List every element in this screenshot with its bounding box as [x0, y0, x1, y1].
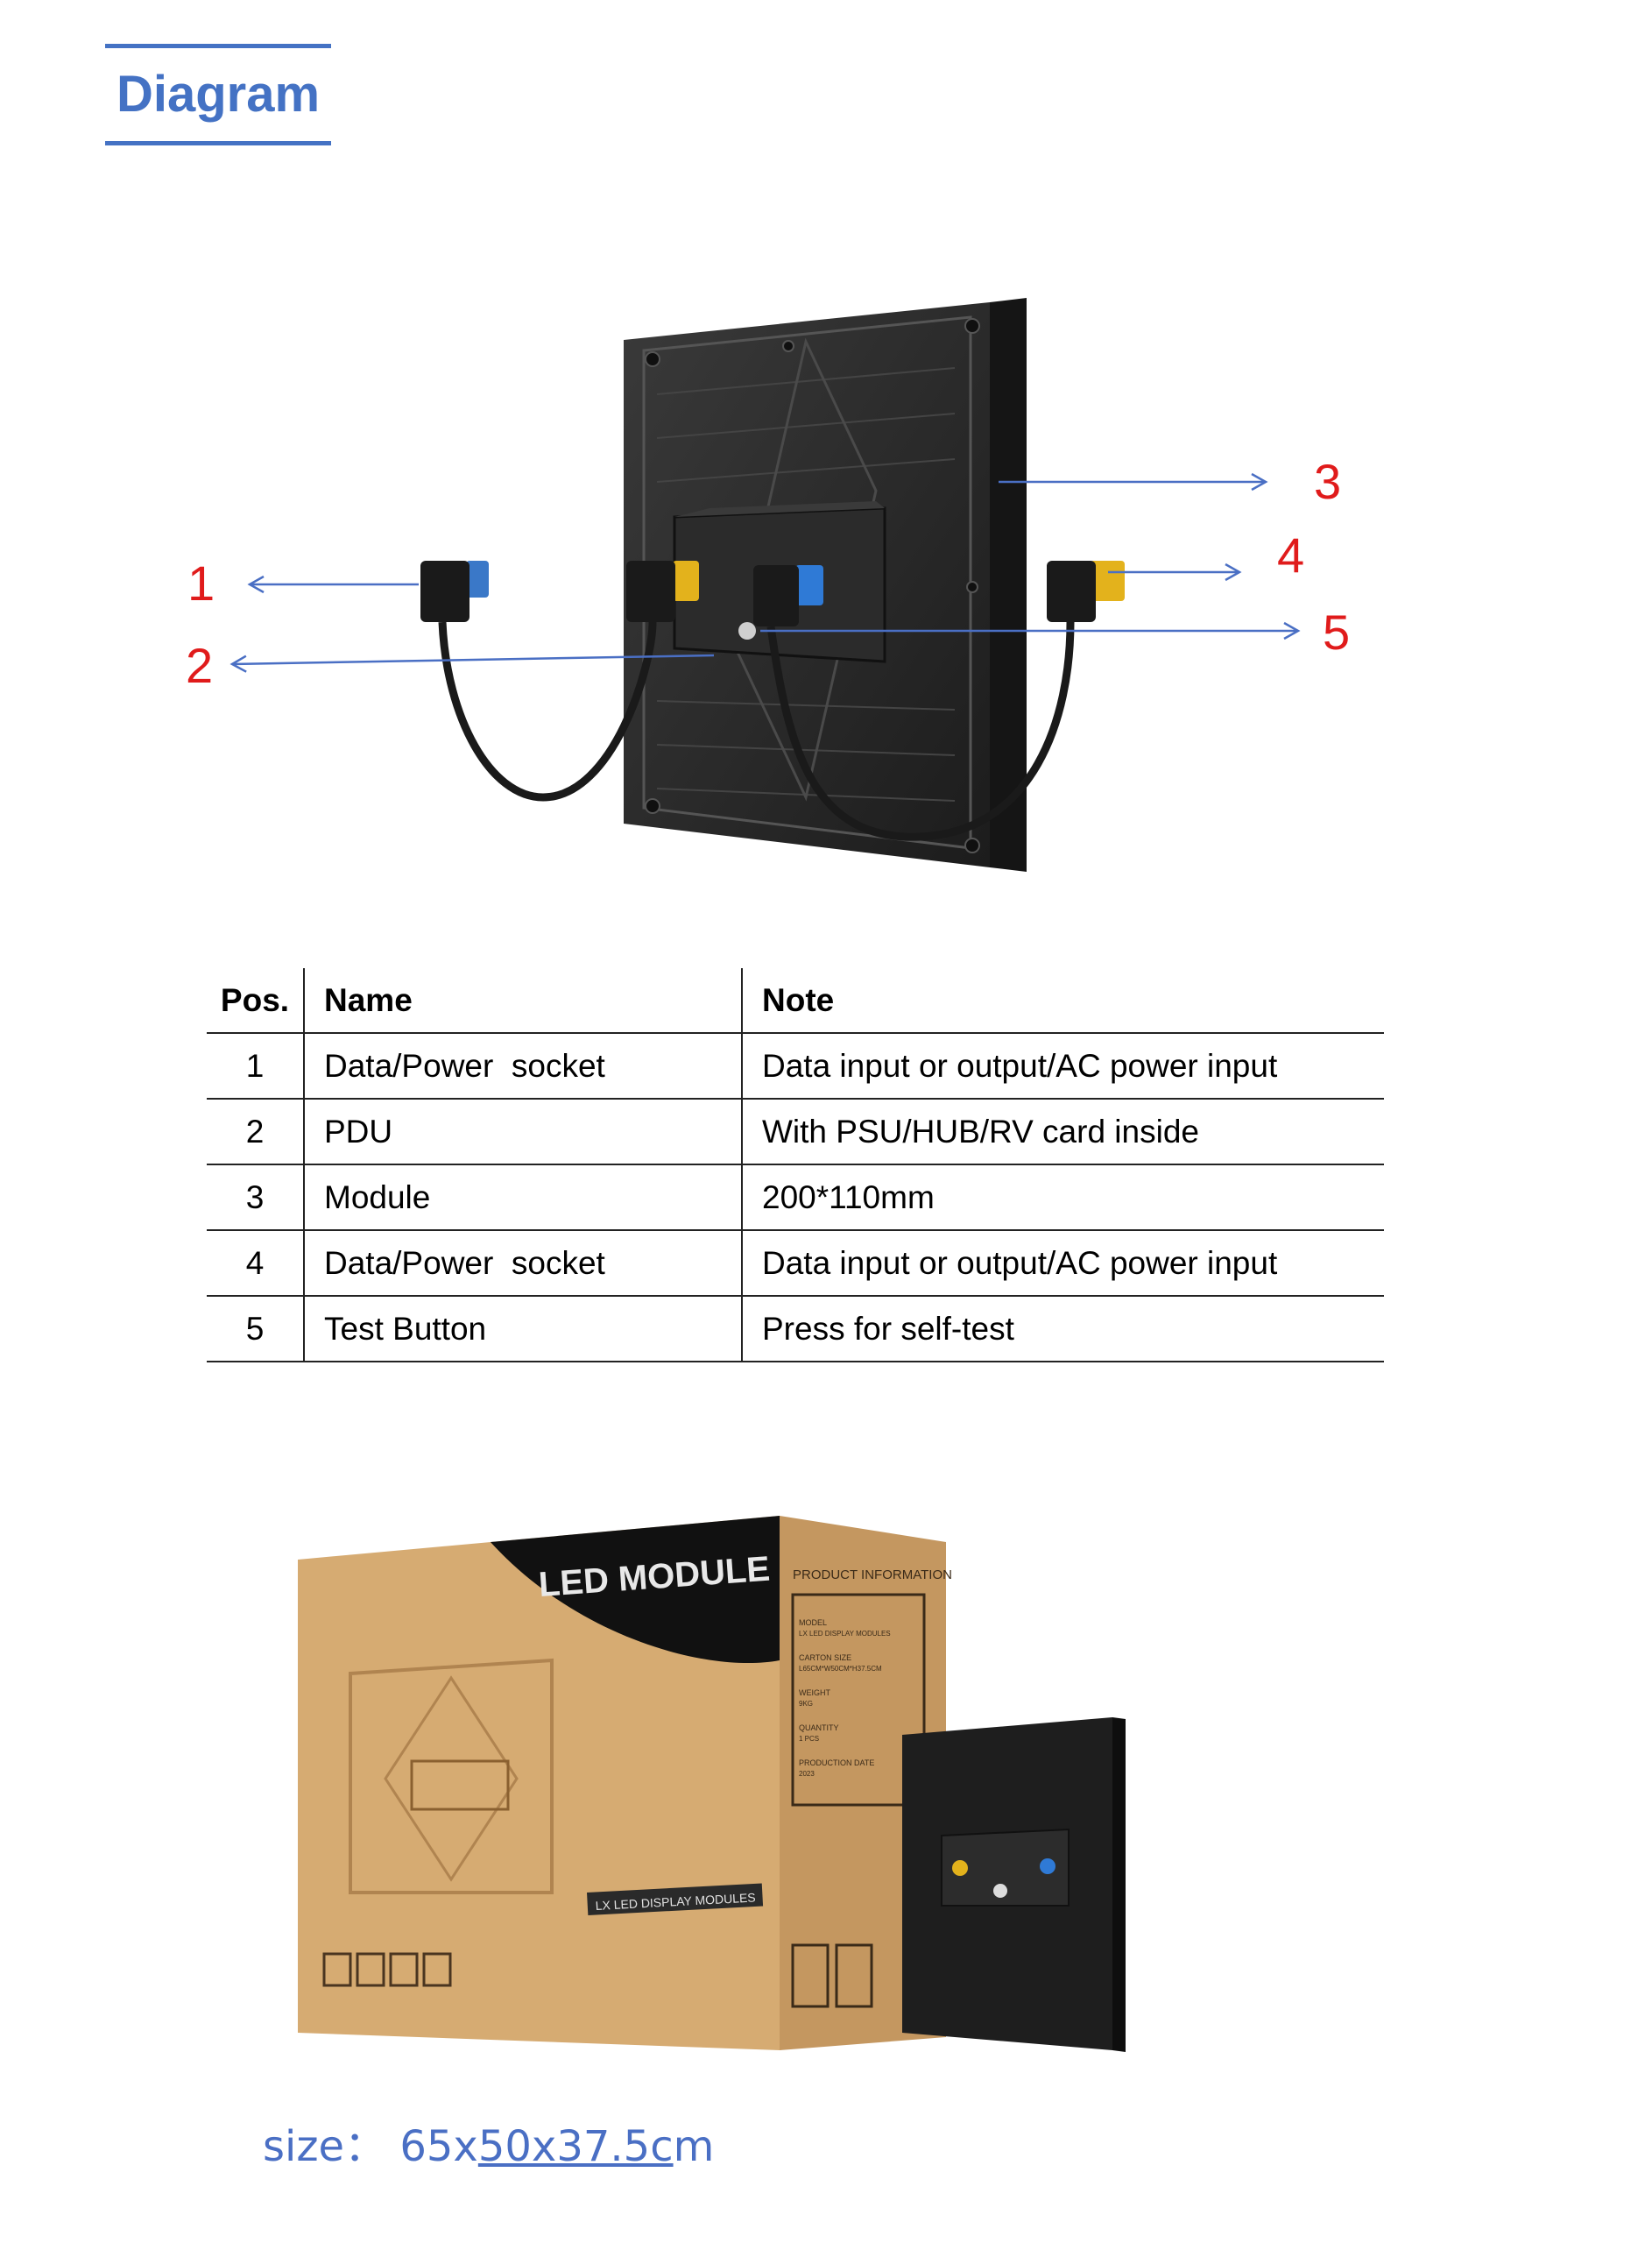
- packaging-svg: LED MODULE LX LED DISPLAY MODULES PRODUC…: [298, 1516, 1126, 2052]
- carton-sketch-pdu: [410, 1759, 510, 1811]
- size-underlined: 50x37.5c: [477, 2122, 674, 2171]
- callout-3: 3: [1314, 454, 1342, 509]
- packaging-illustration: LED MODULE LX LED DISPLAY MODULES PRODUC…: [289, 1507, 1165, 2085]
- cell-pos: 4: [207, 1230, 305, 1297]
- header-name: Name: [304, 968, 743, 1034]
- test-button: [738, 622, 756, 640]
- panel-side: [990, 298, 1027, 872]
- module-photo-test-button: [993, 1884, 1007, 1898]
- callout-5: 5: [1323, 605, 1351, 660]
- page-title: Diagram: [116, 66, 321, 123]
- header-note: Note: [742, 968, 1384, 1034]
- table-row: 5 Test Button Press for self-test: [207, 1296, 1384, 1362]
- pdu-top: [674, 501, 885, 517]
- module-photo-yellow-connector: [952, 1860, 968, 1876]
- module-diagram: 1 2 3 4 5: [0, 263, 1652, 894]
- field-model: MODEL: [799, 1618, 827, 1627]
- cable-left: [438, 621, 657, 802]
- cell-pos: 5: [207, 1296, 305, 1362]
- size-prefix: size： 65x: [263, 2122, 478, 2171]
- cell-name: Data/Power socket: [304, 1230, 743, 1297]
- table-row: 2 PDU With PSU/HUB/RV card inside: [207, 1099, 1384, 1165]
- cell-name: PDU: [304, 1099, 743, 1165]
- value-weight: 9KG: [799, 1700, 813, 1708]
- callout-1: 1: [187, 555, 215, 611]
- connector-4-yellow: [1090, 561, 1125, 601]
- cell-pos: 2: [207, 1099, 305, 1165]
- module-photo-side: [1112, 1717, 1126, 2052]
- callout-4: 4: [1277, 527, 1305, 583]
- value-carton-size: L65CM*W50CM*H37.5CM: [799, 1665, 882, 1673]
- carton-front: [298, 1516, 780, 2050]
- carton-sketch-diamond: [384, 1675, 519, 1882]
- cell-name: Module: [304, 1164, 743, 1231]
- cell-name: Data/Power socket: [304, 1033, 743, 1100]
- carton-swoosh: [491, 1516, 780, 1664]
- cell-note: With PSU/HUB/RV card inside: [742, 1099, 1384, 1165]
- table-row: 4 Data/Power socket Data input or output…: [207, 1230, 1384, 1297]
- arrow-2: [229, 654, 715, 673]
- field-production-date: PRODUCTION DATE: [799, 1758, 874, 1767]
- cable-right: [766, 621, 1075, 841]
- cell-pos: 1: [207, 1033, 305, 1100]
- module-photo-pdu: [941, 1828, 1070, 1907]
- module-diagram-illustration: [229, 298, 1301, 872]
- heading-rule-bottom: [105, 141, 331, 145]
- value-model: LX LED DISPLAY MODULES: [799, 1630, 891, 1638]
- cell-pos: 3: [207, 1164, 305, 1231]
- carton-strip: [587, 1883, 764, 1915]
- product-info-box: [791, 1593, 926, 1807]
- carton-size-caption: size： 65x50x37.5cm: [263, 2112, 714, 2173]
- connector-4-body: [1047, 561, 1096, 622]
- value-quantity: 1 PCS: [799, 1735, 819, 1743]
- product-info-fields: MODEL CARTON SIZE WEIGHT QUANTITY PRODUC…: [799, 1618, 874, 1767]
- carton-module-sketch: [349, 1658, 554, 1894]
- connector-1-body: [420, 561, 469, 622]
- side-handling-icons: [791, 1943, 873, 2008]
- table-header-row: Pos. Name Note: [207, 968, 1384, 1034]
- field-quantity: QUANTITY: [799, 1723, 839, 1732]
- product-info-values: LX LED DISPLAY MODULES L65CM*W50CM*H37.5…: [799, 1630, 891, 1778]
- header-pos: Pos.: [207, 968, 305, 1034]
- product-info-title: PRODUCT INFORMATION: [793, 1567, 952, 1582]
- cell-note: 200*110mm: [742, 1164, 1384, 1231]
- connector-1-blue: [466, 561, 489, 598]
- pdu-connector-blue: [795, 565, 823, 605]
- value-production-date: 2023: [799, 1770, 815, 1778]
- heading-rule-top: [105, 44, 331, 48]
- pdu-connector-blue-body: [753, 565, 799, 626]
- callout-2: 2: [186, 638, 214, 693]
- field-carton-size: CARTON SIZE: [799, 1653, 851, 1662]
- table-row: 1 Data/Power socket Data input or output…: [207, 1033, 1384, 1100]
- cell-note: Data input or output/AC power input: [742, 1230, 1384, 1297]
- spec-table: Pos. Name Note 1 Data/Power socket Data …: [207, 968, 1384, 1362]
- carton-handling-icons: [322, 1952, 452, 1987]
- module-photo-blue-connector: [1040, 1858, 1055, 1874]
- table-row: 3 Module 200*110mm: [207, 1164, 1384, 1231]
- section-heading: Diagram: [105, 44, 331, 145]
- pdu-connector-yellow: [673, 561, 699, 601]
- size-suffix: m: [673, 2122, 715, 2171]
- cell-note: Press for self-test: [742, 1296, 1384, 1362]
- cell-note: Data input or output/AC power input: [742, 1033, 1384, 1100]
- field-weight: WEIGHT: [799, 1688, 830, 1697]
- cell-name: Test Button: [304, 1296, 743, 1362]
- pdu-connector-yellow-body: [626, 561, 675, 622]
